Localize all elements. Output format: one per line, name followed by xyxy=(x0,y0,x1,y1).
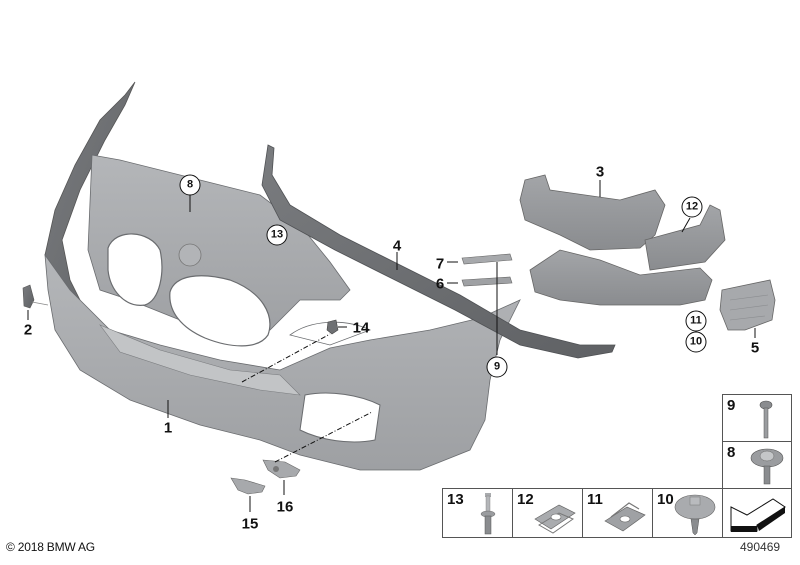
callout-2: 2 xyxy=(23,321,33,339)
callout-7: 7 xyxy=(435,255,445,273)
callout-15: 15 xyxy=(241,515,259,533)
trim-part-15 xyxy=(230,477,266,495)
tow-hook-cap-part-2 xyxy=(22,284,49,309)
callout-4: 4 xyxy=(392,237,402,255)
clip-part-14 xyxy=(326,319,339,335)
lower-bracket xyxy=(529,249,713,306)
callout-16: 16 xyxy=(276,498,294,516)
collar-screw-icon xyxy=(750,448,784,485)
spring-nut-icon xyxy=(534,504,576,534)
screw-washer-icon xyxy=(674,494,716,536)
callout-8-circled: 8 xyxy=(179,174,201,196)
bumper-panel-part-1 xyxy=(44,81,521,471)
bolt-icon xyxy=(759,400,773,439)
callout-12-circled: 12 xyxy=(681,196,703,218)
callout-1: 1 xyxy=(163,419,173,437)
callout-11-circled: 11 xyxy=(685,310,707,332)
strip-part-7 xyxy=(461,253,513,265)
hardware-cell-13: 13 xyxy=(442,488,513,538)
hardware-cell-8: 8 xyxy=(722,441,792,489)
side-grille-part-5 xyxy=(719,279,776,331)
callout-3: 3 xyxy=(595,163,605,181)
hardware-cell-12: 12 xyxy=(512,488,583,538)
bracket-part-3 xyxy=(519,174,666,251)
support-strip-part-4 xyxy=(261,144,616,359)
callout-10-circled: 10 xyxy=(685,331,707,353)
trim-part-16 xyxy=(262,459,301,479)
callout-9-circled: 9 xyxy=(486,356,508,378)
callout-5: 5 xyxy=(750,339,760,357)
diagram-number: 490469 xyxy=(740,540,781,554)
strip-part-6 xyxy=(461,276,513,287)
hardware-cell-11: 11 xyxy=(582,488,653,538)
rivet-icon xyxy=(480,493,496,535)
callout-6: 6 xyxy=(435,275,445,293)
leader-lines xyxy=(27,180,756,512)
hardware-cell-10: 10 xyxy=(652,488,723,538)
copyright-notice: © 2018 BMW AG xyxy=(6,540,95,554)
kit-arrow-cell xyxy=(722,488,792,538)
trim-part-12 xyxy=(644,204,726,271)
kit-arrow-icon xyxy=(730,498,786,532)
callout-13-circled: 13 xyxy=(266,224,288,246)
hardware-cell-9: 9 xyxy=(722,394,792,442)
callout-14: 14 xyxy=(352,319,370,337)
spring-nut-icon xyxy=(604,502,646,532)
